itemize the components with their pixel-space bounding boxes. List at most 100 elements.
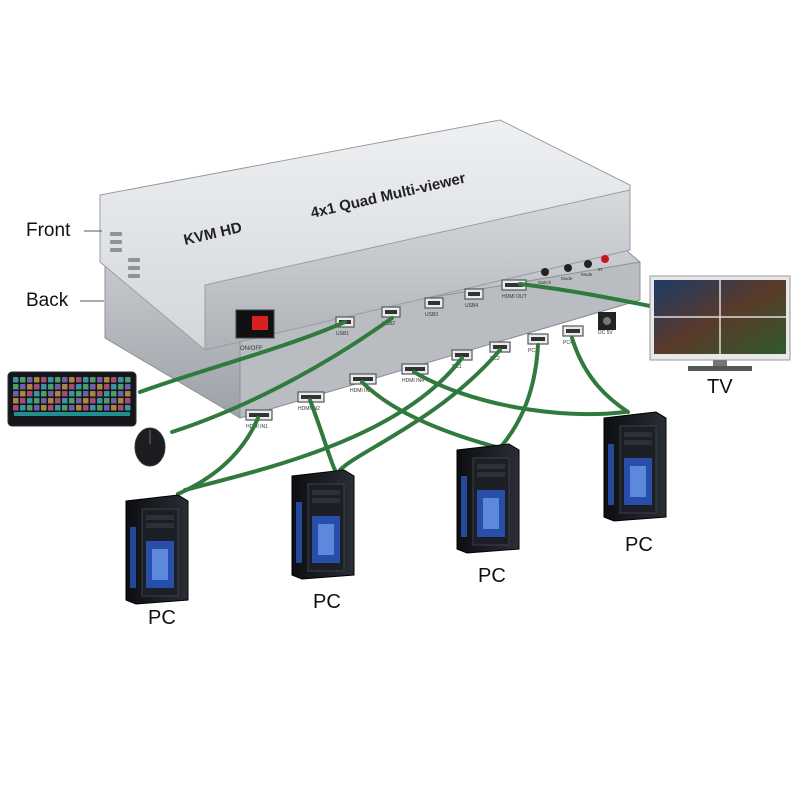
keyboard-key [83,398,89,404]
keyboard-key [104,377,110,383]
keyboard-key [13,384,19,390]
keyboard-key [55,391,61,397]
front-port-label: HDMI OUT [502,294,527,300]
back-port-label: HDMI IN1 [246,424,268,430]
vent-grille [110,232,140,278]
keyboard-key [118,377,124,383]
keyboard-key [34,398,40,404]
front-button-label: Mode [561,276,573,281]
keyboard-key [48,398,54,404]
keyboard-key [41,384,47,390]
keyboard-key [118,398,124,404]
keyboard-key [104,391,110,397]
front-button-label: Mode [581,272,593,277]
keyboard-key [13,405,19,411]
keyboard-key [13,398,19,404]
keyboard-key [76,384,82,390]
cable-hdmi-in3 [360,380,502,450]
keyboard-key [48,384,54,390]
keyboard-key [111,391,117,397]
keyboard-key [125,398,131,404]
keyboard-key [118,391,124,397]
keyboard-key [55,405,61,411]
front-port-label: USB4 [465,303,478,309]
keyboard-key [27,377,33,383]
keyboard-key [104,384,110,390]
keyboard-key [20,405,26,411]
keyboard-key [125,384,131,390]
keyboard-key [62,405,68,411]
mouse-icon [134,427,166,467]
keyboard-key [90,391,96,397]
cable-pc4-usb [570,336,630,414]
keyboard-key [90,405,96,411]
keyboard-key [69,384,75,390]
back-port-label: HDMI IN4 [402,378,424,384]
keyboard-key [62,377,68,383]
back-port-label-dc: DC 5V [598,330,613,336]
keyboard-key [97,405,103,411]
front-button-label: IR [598,267,603,272]
keyboard-key [55,384,61,390]
keyboard-key [111,377,117,383]
keyboard-key [48,405,54,411]
pc-group [125,411,667,605]
pc-tower-icon [456,443,520,554]
keyboard-key [76,377,82,383]
back-port-label: PC4 [563,340,573,346]
keyboard-key [125,391,131,397]
keyboard-key [125,405,131,411]
pc-tower-icon [291,469,355,580]
keyboard-key [34,384,40,390]
keyboard-key [83,377,89,383]
cable-group [138,282,652,496]
keyboard-key [69,391,75,397]
power-label: ON/OFF [240,346,263,352]
keyboard-key [69,377,75,383]
pc-label-3: PC [478,565,506,587]
pc-label-1: PC [148,607,176,629]
keyboard-key [41,377,47,383]
keyboard-key [13,377,19,383]
front-button-label: Switch [538,280,552,285]
pc-label-4: PC [625,534,653,556]
keyboard-key [41,398,47,404]
keyboard-key [69,398,75,404]
keyboard-key [27,398,33,404]
front-label: Front [26,220,71,241]
keyboard-key [34,391,40,397]
front-port-label: USB2 [382,321,395,327]
pc-tower-icon [125,494,189,605]
keyboard-key [97,384,103,390]
cable-pc1-usb [183,356,464,492]
keyboard-key [34,377,40,383]
back-port-pc4: PC4 [562,325,584,346]
keyboard-key [104,398,110,404]
dc-power-jack [598,312,616,330]
keyboard-key [90,398,96,404]
front-button-3: Mode [581,260,593,277]
front-port-usb4: USB4 [464,288,484,309]
keyboard-key [41,391,47,397]
back-port-label: HDMI IN2 [298,406,320,412]
keyboard-key [104,405,110,411]
keyboard-key [20,384,26,390]
keyboard-key [27,391,33,397]
keyboard-key [118,405,124,411]
cable-usb2-to-mouse [170,316,394,434]
keyboard-key [90,384,96,390]
keyboard-key [48,377,54,383]
keyboard-key [90,377,96,383]
back-port-label: HDMI IN3 [350,388,372,394]
front-button-2: Mode [561,264,573,281]
keyboard-key [97,398,103,404]
pc-tower-icon [603,411,667,522]
keyboard-key [111,384,117,390]
keyboard-key [27,405,33,411]
cable-hdmi-out-to-tv [518,282,652,308]
